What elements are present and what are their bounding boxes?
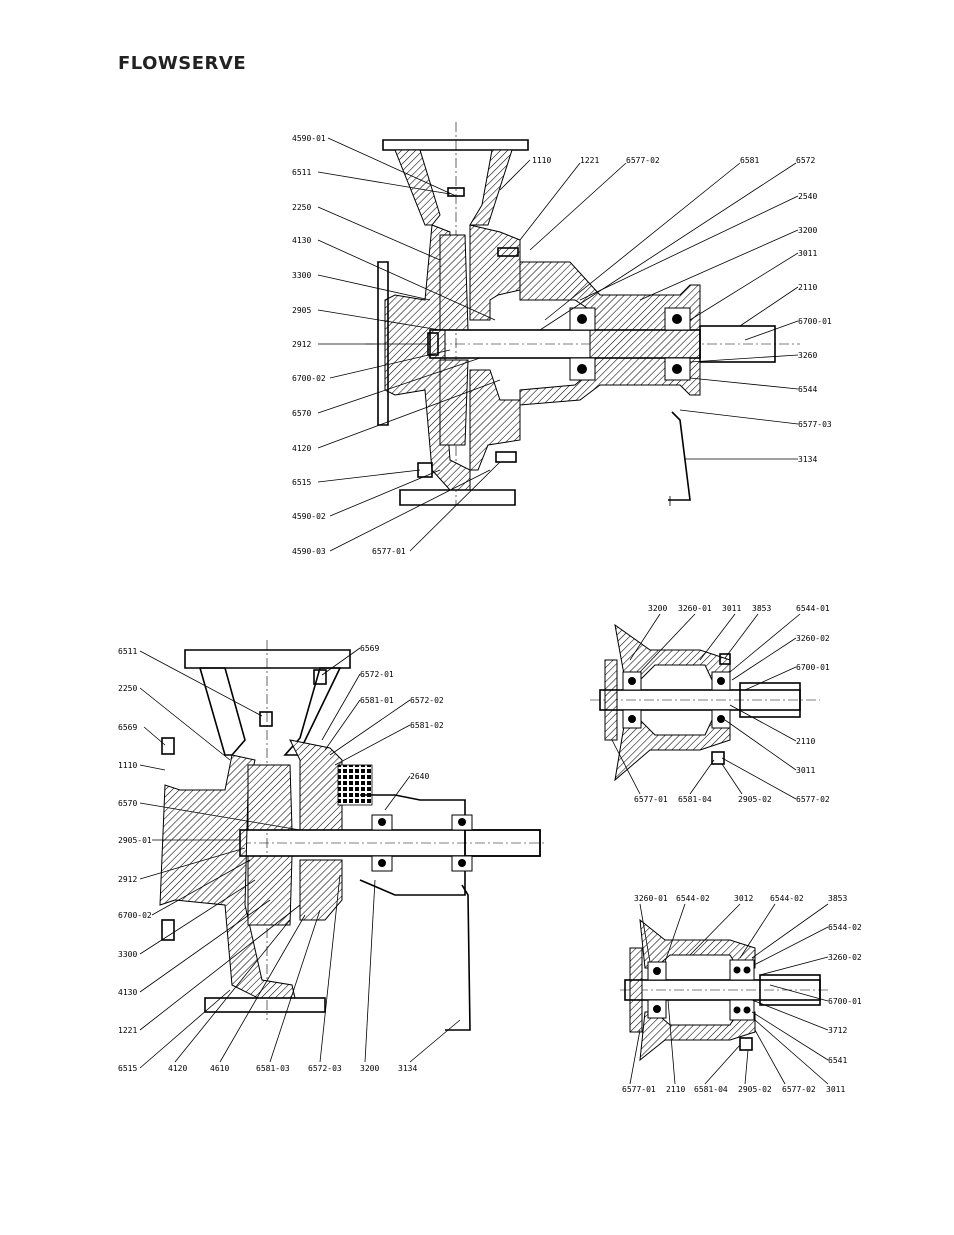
label: 2640 <box>410 772 429 781</box>
right-top-labels: 3200 3260-01 3011 3853 6544-01 3260-02 6… <box>611 604 830 804</box>
label: 4120 <box>292 444 311 453</box>
label: 6572-01 <box>360 670 394 679</box>
label: 3300 <box>118 950 137 959</box>
label: 2250 <box>118 684 137 693</box>
label: 2905-01 <box>118 836 152 845</box>
label: 6581-02 <box>410 721 444 730</box>
label: 2905-02 <box>738 795 772 804</box>
label: 3853 <box>752 604 771 613</box>
label: 6581-03 <box>256 1064 290 1073</box>
label: 2905-02 <box>738 1085 772 1094</box>
label: 6544 <box>798 385 817 394</box>
label: 6569 <box>118 723 137 732</box>
label: 6511 <box>118 647 137 656</box>
label: 2250 <box>292 203 311 212</box>
lower-left-labels: 6511 2250 6569 1110 6570 2905-01 2912 67… <box>118 644 461 1073</box>
label: 6700-01 <box>828 997 862 1006</box>
label: 6572-03 <box>308 1064 342 1073</box>
label: 3011 <box>796 766 815 775</box>
right-bottom-labels: 3260-01 6544-02 3012 6544-02 3853 6544-0… <box>622 894 862 1094</box>
label: 2110 <box>798 283 817 292</box>
label: 4590-02 <box>292 512 326 521</box>
label: 6544-02 <box>828 923 862 932</box>
label: 6570 <box>292 409 311 418</box>
label: 1110 <box>118 761 137 770</box>
label: 6544-02 <box>770 894 804 903</box>
label: 4130 <box>292 236 311 245</box>
label: 6572-02 <box>410 696 444 705</box>
main-labels-right: 2540 3200 3011 2110 6700-01 3260 6544 65… <box>579 192 832 464</box>
label: 3712 <box>828 1026 847 1035</box>
label: 4590-01 <box>292 134 326 143</box>
label: 4130 <box>118 988 137 997</box>
label: 6515 <box>118 1064 137 1073</box>
label: 6515 <box>292 478 311 487</box>
label: 3200 <box>648 604 667 613</box>
label: 3200 <box>798 226 817 235</box>
label: 3853 <box>828 894 847 903</box>
label: 3011 <box>798 249 817 258</box>
label: 6577-02 <box>782 1085 816 1094</box>
label: 6577-02 <box>626 156 660 165</box>
right-bottom-drawing <box>620 918 830 1062</box>
main-labels-top: 1110 1221 6577-02 6581 6572 <box>499 156 815 331</box>
label: 2912 <box>292 340 311 349</box>
label: 3011 <box>826 1085 845 1094</box>
flowserve-logo: FLOWSERVE <box>118 53 247 74</box>
label: 1221 <box>118 1026 137 1035</box>
label: 6577-03 <box>798 420 832 429</box>
label: 6700-02 <box>292 374 326 383</box>
label: 3200 <box>360 1064 379 1073</box>
label: 6511 <box>292 168 311 177</box>
label: 1221 <box>580 156 599 165</box>
label: 6581-01 <box>360 696 394 705</box>
label: 6572 <box>796 156 815 165</box>
label: 6700-01 <box>796 663 830 672</box>
label: 6541 <box>828 1056 847 1065</box>
label: 6700-01 <box>798 317 832 326</box>
label: 3260-01 <box>634 894 668 903</box>
main-section-drawing <box>365 122 800 506</box>
label: 3011 <box>722 604 741 613</box>
label: 6570 <box>118 799 137 808</box>
label: 2110 <box>796 737 815 746</box>
label: 2912 <box>118 875 137 884</box>
label: 3300 <box>292 271 311 280</box>
right-top-drawing <box>590 623 820 782</box>
label: 6577-01 <box>634 795 668 804</box>
label: 3260-02 <box>796 634 830 643</box>
lower-left-drawing <box>159 640 545 1031</box>
label: 6544-02 <box>676 894 710 903</box>
label: 3260-01 <box>678 604 712 613</box>
label: 6581 <box>740 156 759 165</box>
label: 2905 <box>292 306 311 315</box>
label: 2110 <box>666 1085 685 1094</box>
label: 6700-02 <box>118 911 152 920</box>
label: 6569 <box>360 644 379 653</box>
label: 2540 <box>798 192 817 201</box>
label: 6577-02 <box>796 795 830 804</box>
label: 3012 <box>734 894 753 903</box>
label: 6577-01 <box>622 1085 656 1094</box>
label: 6581-04 <box>694 1085 728 1094</box>
label: 4590-03 <box>292 547 326 556</box>
label: 3134 <box>798 455 817 464</box>
label: 3134 <box>398 1064 417 1073</box>
label: 6577-01 <box>372 547 406 556</box>
main-labels-left: 4590-01 6511 2250 4130 3300 2905 2912 67… <box>292 134 501 556</box>
label: 4120 <box>168 1064 187 1073</box>
label: 6544-01 <box>796 604 830 613</box>
label: 1110 <box>532 156 551 165</box>
label: 4610 <box>210 1064 229 1073</box>
label: 3260 <box>798 351 817 360</box>
label: 3260-02 <box>828 953 862 962</box>
label: 6581-04 <box>678 795 712 804</box>
